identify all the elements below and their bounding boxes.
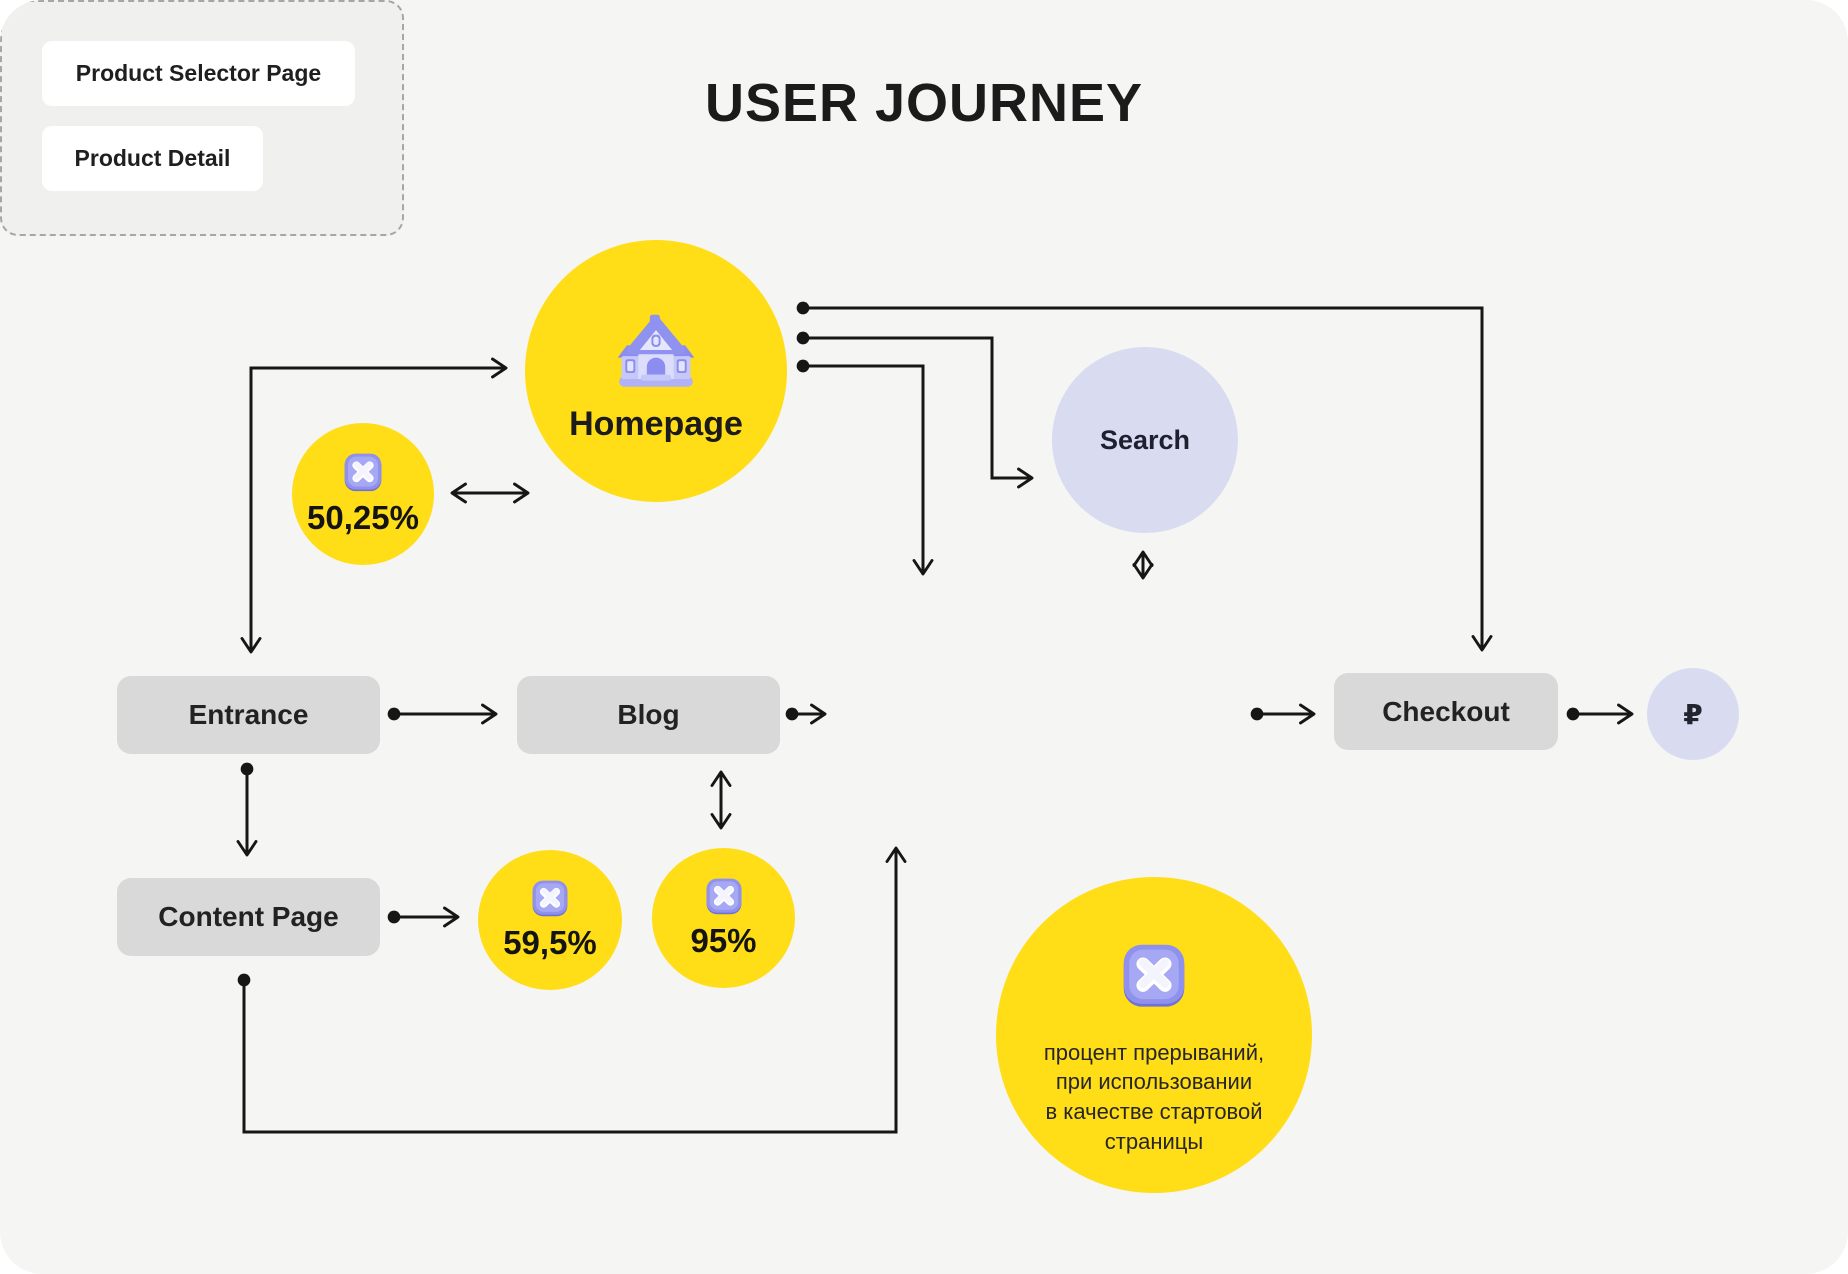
edge-homepage-products: [796, 359, 934, 576]
x-icon: [705, 877, 743, 915]
abandon-rate-homepage: 50,25%: [292, 423, 434, 565]
x-icon: [343, 452, 383, 492]
x-icon: [531, 879, 569, 917]
search-label: Search: [1099, 424, 1191, 455]
payment-node: ₽: [1647, 668, 1739, 760]
homepage-node: Homepage: [525, 240, 787, 502]
search-node: Search: [1052, 347, 1238, 533]
checkout-node: Checkout: [1334, 673, 1558, 750]
house-icon: [610, 305, 702, 395]
legend-bubble: процент прерываний, при использовании в …: [996, 877, 1312, 1193]
content-page-label: Content Page: [158, 901, 339, 932]
edge-homepage-search: [796, 331, 1034, 489]
homepage-label: Homepage: [569, 404, 743, 443]
blog-node: Blog: [517, 676, 780, 754]
ruble-sign: ₽: [1683, 698, 1703, 730]
product-detail-node: Product Detail: [42, 126, 263, 191]
abandon-rate-content-value: 59,5%: [503, 923, 597, 961]
abandon-rate-blog: 95%: [652, 848, 795, 988]
content-page-node: Content Page: [117, 878, 380, 956]
entrance-label: Entrance: [188, 699, 309, 730]
x-icon: [1121, 942, 1187, 1008]
entrance-node: Entrance: [117, 676, 380, 754]
checkout-label: Checkout: [1382, 695, 1510, 727]
legend-text: процент прерываний, при использовании в …: [1043, 1039, 1265, 1154]
abandon-rate-content: 59,5%: [478, 850, 622, 990]
abandon-rate-homepage-value: 50,25%: [307, 498, 419, 536]
blog-label: Blog: [617, 699, 680, 730]
page-title: USER JOURNEY: [704, 73, 1144, 133]
abandon-rate-blog-value: 95%: [690, 921, 757, 959]
product-selector-node: Product Selector Page: [42, 41, 355, 106]
product-detail-label: Product Detail: [74, 145, 231, 171]
product-group: Product Selector Page Product Detail: [0, 0, 404, 236]
product-selector-label: Product Selector Page: [75, 60, 322, 86]
